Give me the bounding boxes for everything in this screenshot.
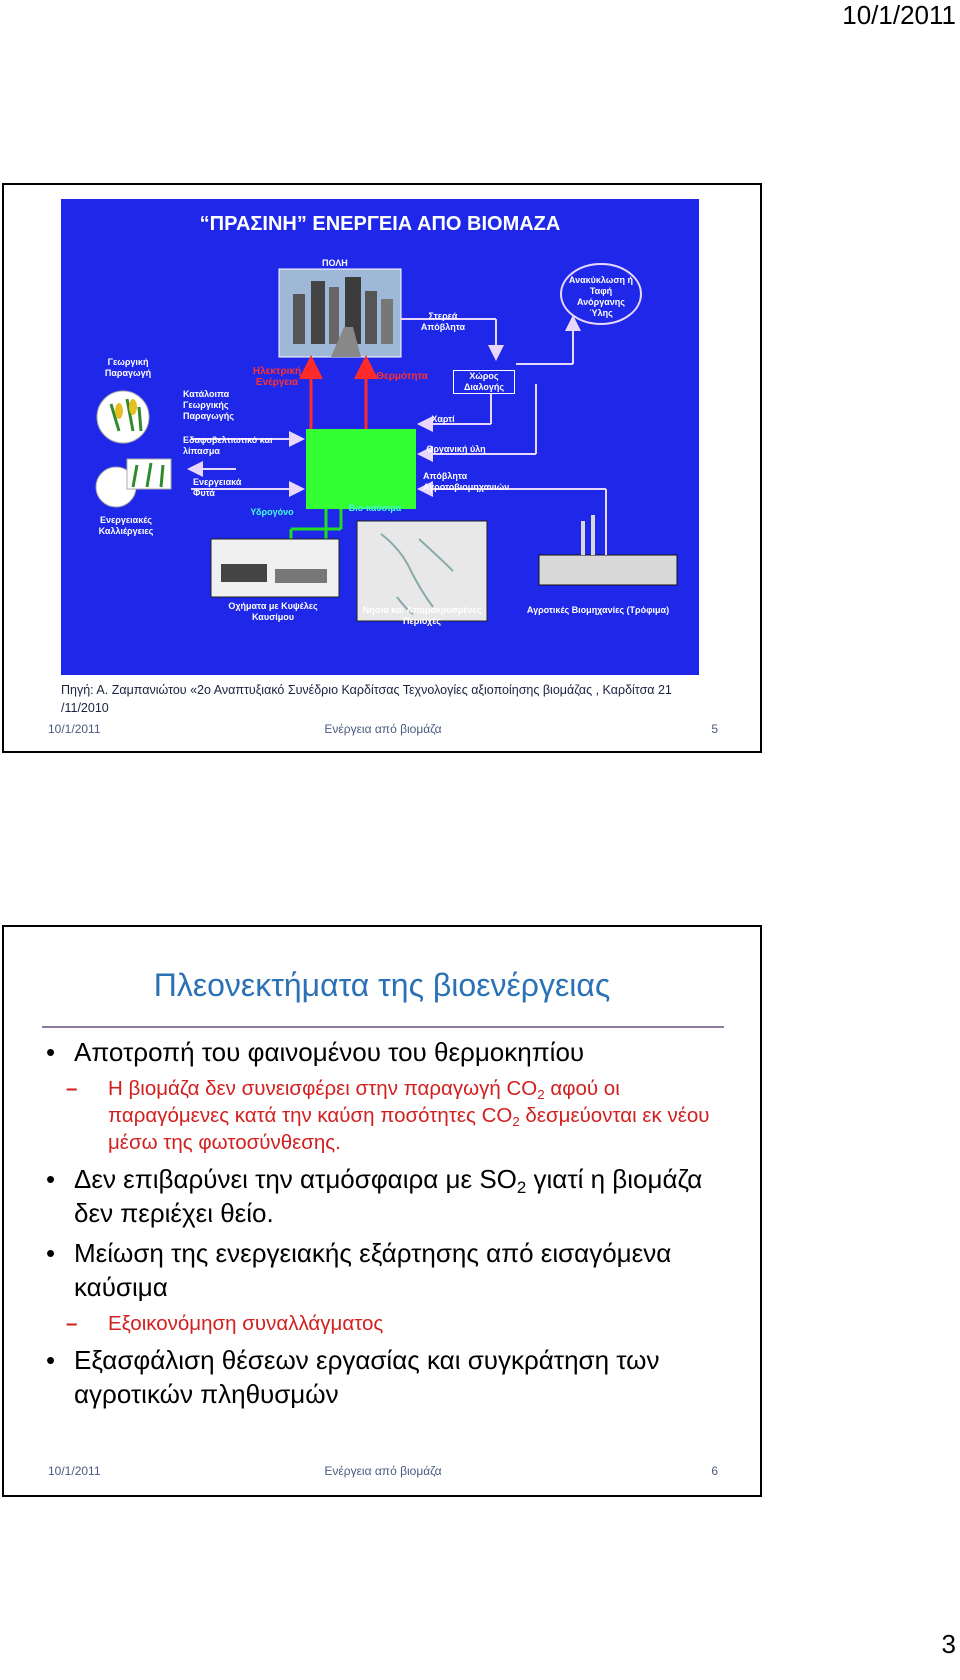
bullet-item: Μείωση της ενεργειακής εξάρτησης από εισ… (46, 1236, 730, 1304)
industry-image (539, 555, 677, 585)
biofuel-label: Βιο-καύσιμα (345, 503, 405, 514)
bullet-item: Δεν επιβαρύνει την ατμόσφαιρα με SO2 για… (46, 1162, 730, 1230)
energy-plants-label: Ενεργειακά Φυτά (193, 477, 249, 499)
heat-label: Θερμότητα (371, 371, 433, 382)
city-label: ΠΟΛΗ (322, 258, 348, 269)
bullet-text: Μείωση της ενεργειακής εξάρτησης από εισ… (74, 1238, 671, 1302)
footer-title: Ενέργεια από βιομάζα (48, 722, 718, 736)
biomass-conversion-box (306, 429, 416, 509)
islands-label: Νησιά και Απομακρυσμένες Περιοχές (347, 605, 497, 627)
solid-waste-label: Στερεά Απόβλητα (417, 311, 469, 333)
organic-label: Οργανική ύλη (421, 444, 491, 455)
hydrogen-label: Υδρογόνο (247, 507, 297, 518)
title-divider (42, 1026, 724, 1028)
residues-label: Κατάλοιπα Γεωργικής Παραγωγής (183, 389, 239, 422)
bullet-list: Αποτροπή του φαινομένου του θερμοκηπίου … (46, 1035, 730, 1417)
footer-slide-number: 6 (711, 1464, 718, 1478)
sub-bullet-text: Εξοικονόμηση συναλλάγματος (108, 1312, 383, 1335)
source-citation: Πηγή: Α. Ζαμπανιώτου «2ο Αναπτυξιακό Συν… (61, 681, 721, 717)
footer-slide-number: 5 (711, 722, 718, 736)
subscript: 2 (537, 1087, 544, 1102)
subscript: 2 (517, 1178, 526, 1197)
bullet-text: Αποτροπή του φαινομένου του θερμοκηπίου (74, 1037, 584, 1067)
slide-6: Πλεονεκτήματα της βιοενέργειας Αποτροπή … (2, 925, 762, 1497)
agri-production-label: Γεωργική Παραγωγή (103, 357, 153, 379)
vehicles-label: Οχήματα με Κυψέλες Καυσίμου (223, 601, 323, 623)
bullet-text: Δεν επιβαρύνει την ατμόσφαιρα με SO (74, 1164, 517, 1194)
bullet-item: Εξασφάλιση θέσεων εργασίας και συγκράτησ… (46, 1343, 730, 1411)
biomass-diagram: “ΠΡΑΣΙΝΗ” ΕΝΕΡΓΕΙΑ ΑΠΟ ΒΙΟΜΑΖΑ (61, 199, 699, 675)
subscript: 2 (512, 1114, 519, 1129)
footer-title: Ενέργεια από βιομάζα (48, 1464, 718, 1478)
agro-waste-label: Απόβλητα Αγροτοβιομηχανιών (423, 471, 523, 493)
electric-label: Ηλεκτρική Ενέργεια (249, 366, 305, 388)
bullet-item: Αποτροπή του φαινομένου του θερμοκηπίου (46, 1035, 730, 1069)
sub-bullet-item: Η βιομάζα δεν συνεισφέρει στην παραγωγή … (46, 1075, 730, 1156)
paper-label: Χαρτί (423, 414, 463, 425)
slide-title: Πλεονεκτήματα της βιοενέργειας (4, 967, 760, 1004)
sorting-label: Χώρος Διαλογής (453, 370, 515, 394)
sub-bullet-text: Η βιομάζα δεν συνεισφέρει στην παραγωγή … (108, 1077, 537, 1100)
recycling-label: Ανακύκλωση ή Ταφή Ανόργανης Ύλης (567, 275, 635, 319)
bullet-text: Εξασφάλιση θέσεων εργασίας και συγκράτησ… (74, 1345, 659, 1409)
soil-label: Εδαφοβελτιωτικό και λίπασμα (183, 435, 273, 457)
energy-crops-label: Ενεργειακές Καλλιέργειες (91, 515, 161, 537)
sub-bullet-item: Εξοικονόμηση συναλλάγματος (46, 1310, 730, 1337)
industries-label: Αγροτικές Βιομηχανίες (Τρόφιμα) (523, 605, 673, 616)
page-number: 3 (942, 1629, 956, 1660)
page-date: 10/1/2011 (842, 0, 956, 31)
slide-5: “ΠΡΑΣΙΝΗ” ΕΝΕΡΓΕΙΑ ΑΠΟ ΒΙΟΜΑΖΑ (2, 183, 762, 753)
